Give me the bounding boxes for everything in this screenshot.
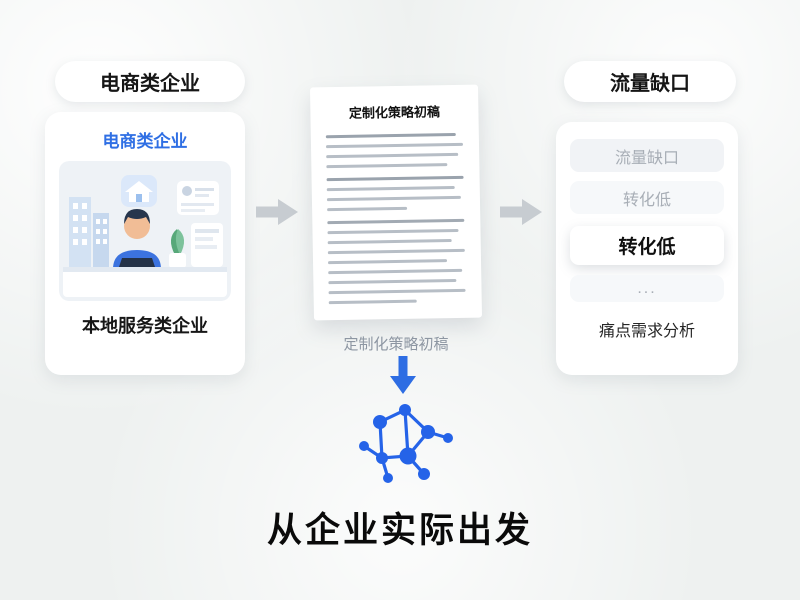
office-worker-illustration: [59, 161, 231, 301]
pain-point-label: ...: [637, 279, 657, 297]
arrow-down-icon: [390, 356, 416, 399]
enterprise-card-caption: 本地服务类企业: [82, 316, 208, 336]
network-graph-icon: [342, 398, 464, 499]
traffic-gap-pill-label: 流量缺口: [610, 73, 690, 95]
headline: 从企业实际出发: [266, 511, 533, 550]
pain-point-label: 流量缺口: [614, 149, 679, 167]
pain-point-item: 流量缺口: [570, 139, 724, 172]
enterprise-card-title: 电商类企业: [102, 132, 188, 151]
document-caption: 定制化策略初稿: [343, 336, 449, 353]
arrow-right-icon: [256, 199, 298, 230]
strategy-document: 定制化策略初稿: [309, 84, 483, 321]
pain-point-label: 转化低: [618, 237, 676, 258]
pain-points-caption: 痛点需求分析: [598, 323, 695, 340]
document-body-lines: [311, 120, 482, 305]
pain-points-card: 流量缺口 转化低 转化低 ... 痛点需求分析: [556, 122, 738, 375]
traffic-gap-pill: 流量缺口: [564, 61, 736, 102]
pain-point-item: ...: [570, 275, 724, 302]
document-title: 定制化策略初稿: [348, 104, 441, 121]
pain-point-item: 转化低: [570, 181, 724, 214]
arrow-right-icon: [500, 199, 542, 230]
enterprise-card: 电商类企业: [45, 112, 245, 375]
ecommerce-pill: 电商类企业: [55, 61, 245, 102]
ecommerce-pill-label: 电商类企业: [100, 73, 200, 95]
pain-point-item-highlighted: 转化低: [570, 226, 724, 265]
pain-point-label: 转化低: [622, 191, 671, 209]
